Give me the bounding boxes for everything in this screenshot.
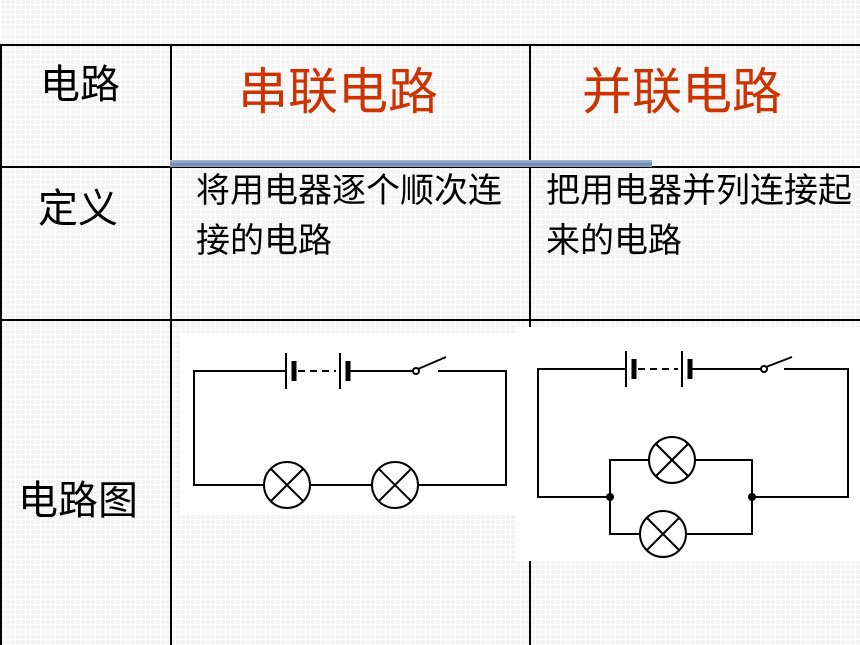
parallel-circuit-diagram — [516, 327, 860, 561]
lamp-icon — [263, 461, 311, 509]
parallel-branch-upper — [609, 459, 648, 497]
switch-icon — [412, 356, 447, 375]
battery-icon — [285, 353, 351, 389]
series-wire-top-left — [193, 370, 286, 486]
series-circuit-svg — [193, 353, 507, 509]
definition-label: 定义 — [38, 186, 118, 232]
table-col-divider-1 — [170, 44, 172, 645]
lamp-icon — [639, 510, 687, 558]
table-row-divider-1 — [0, 166, 860, 168]
series-definition: 将用电器逐个顺次连接的电路 — [196, 171, 502, 261]
parallel-definition: 把用电器并列连接起来的电路 — [546, 171, 852, 261]
parallel-wire-right — [752, 368, 849, 498]
junction-dot-icon — [748, 493, 756, 501]
table-row-divider-2 — [0, 319, 860, 321]
junction-dot-icon — [606, 493, 614, 501]
parallel-branch-upper-right — [696, 459, 753, 497]
accent-bar — [170, 160, 652, 167]
switch-icon — [760, 356, 793, 373]
series-circuit-title: 串联电路 — [238, 63, 438, 121]
lamp-icon — [371, 461, 419, 509]
diagram-label: 电路图 — [18, 478, 138, 524]
parallel-wire-left — [537, 368, 626, 498]
series-circuit-diagram — [180, 333, 520, 515]
table-top-border — [0, 44, 860, 46]
table-left-border — [0, 44, 2, 645]
parallel-branch-lower — [609, 497, 640, 535]
parallel-branch-lower-right — [686, 497, 753, 535]
series-wire-right — [418, 370, 507, 486]
parallel-circuit-title: 并联电路 — [582, 63, 782, 121]
parallel-circuit-svg — [537, 351, 849, 558]
battery-icon — [625, 351, 693, 387]
header-label: 电路 — [40, 62, 120, 108]
lamp-icon — [648, 436, 696, 484]
